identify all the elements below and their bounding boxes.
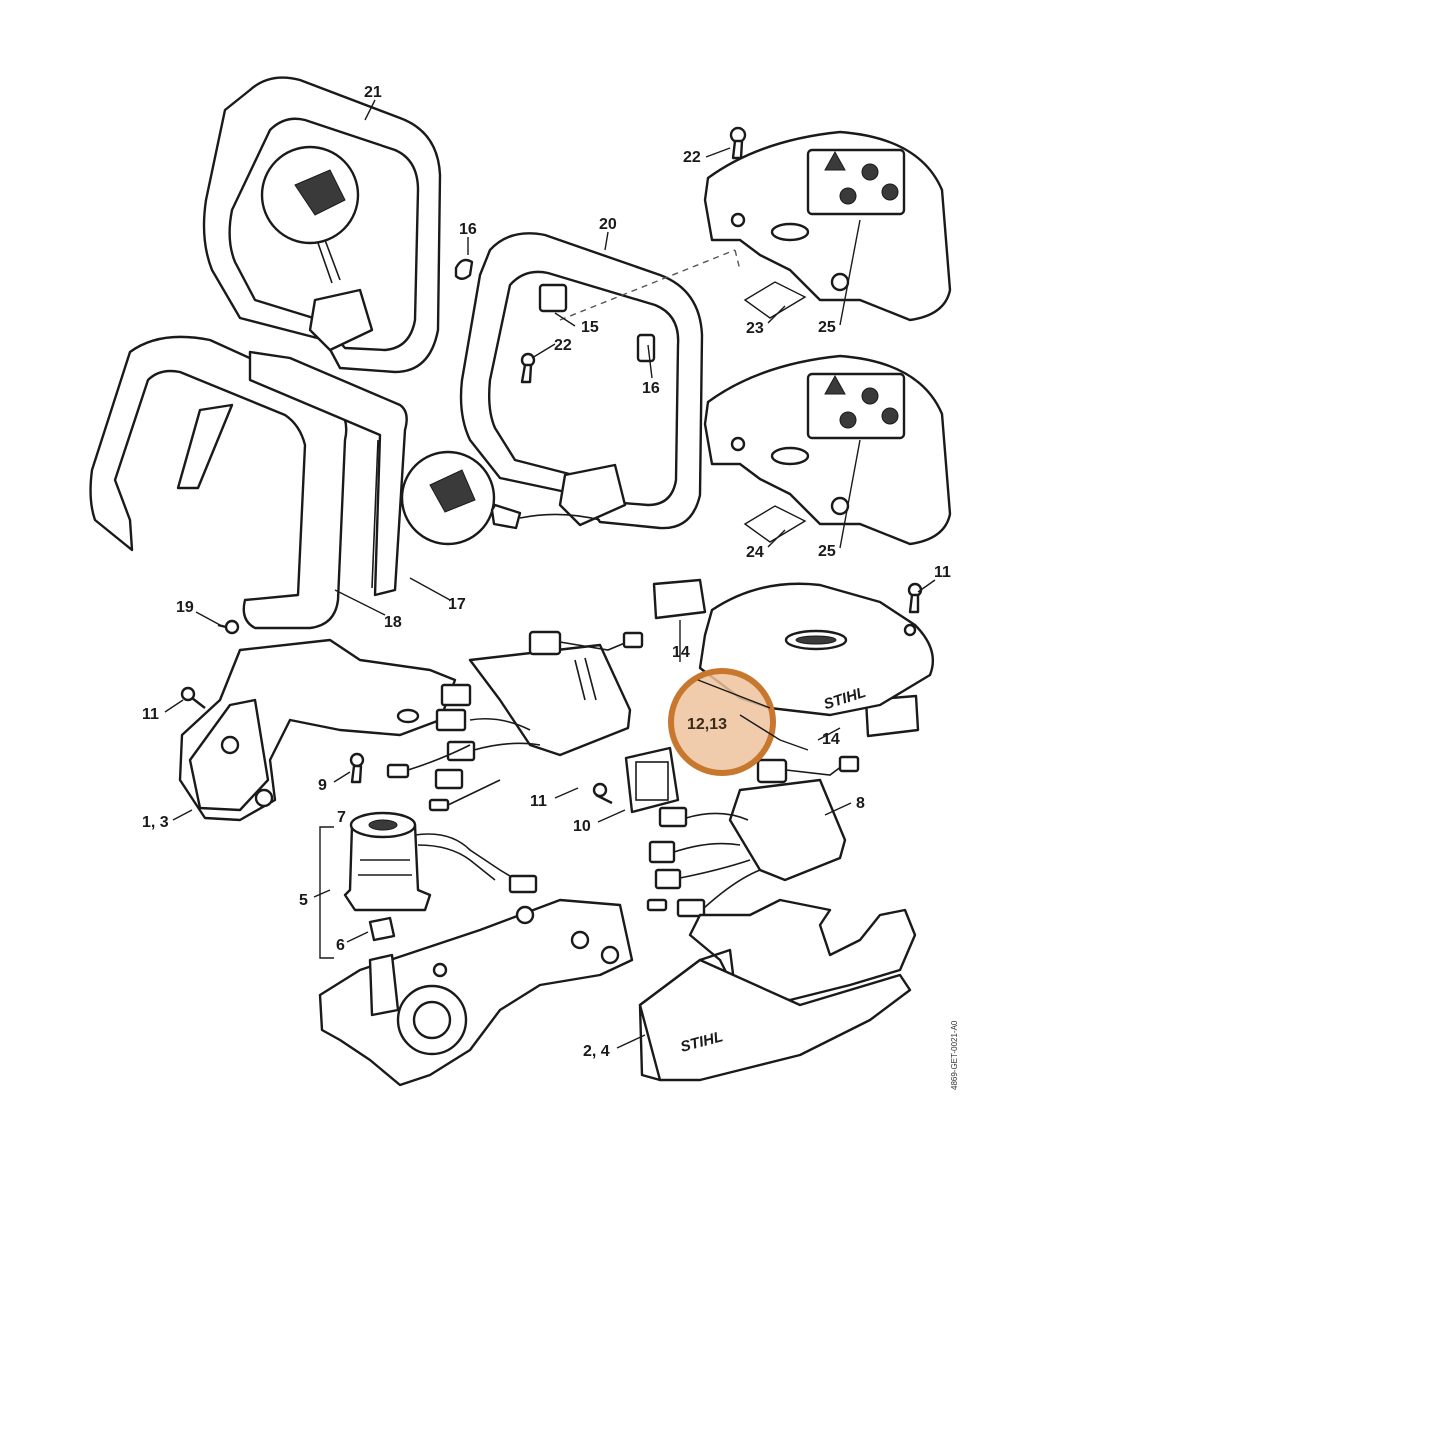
callout-15: 15 — [581, 319, 599, 336]
part-11-screw-mid — [592, 782, 613, 805]
callout-10: 10 — [573, 818, 591, 835]
part-9-screw — [349, 752, 365, 784]
callout-22-top: 22 — [683, 149, 701, 166]
highlighted-callout-12-13[interactable]: 12,13 — [668, 668, 809, 776]
part-21-handle-frame — [202, 76, 442, 374]
part-1-3-housing — [178, 638, 457, 822]
callout-21: 21 — [364, 84, 382, 101]
callout-19: 19 — [176, 599, 194, 616]
document-reference: 4869-GET-0021-A0 — [950, 1020, 959, 1090]
callout-1-3: 1, 3 — [142, 814, 169, 831]
part-18-loop-handle — [89, 335, 348, 630]
callout-6: 6 — [336, 937, 345, 954]
part-8-control-unit — [646, 755, 860, 918]
callout-9: 9 — [318, 777, 327, 794]
callout-17: 17 — [448, 596, 466, 613]
part-22-screw-top — [729, 126, 747, 160]
part-11-screw-right — [907, 582, 923, 614]
callout-14-lower: 14 — [822, 731, 840, 748]
highlight-label: 12,13 — [687, 716, 727, 733]
callout-5: 5 — [299, 892, 308, 909]
part-2-4-housing: STIHL — [638, 898, 917, 1082]
callout-23: 23 — [746, 320, 764, 337]
callout-24: 24 — [746, 544, 764, 561]
callout-11-right: 11 — [934, 564, 951, 581]
part-19-screw — [217, 619, 240, 635]
leader-lines — [164, 99, 936, 1049]
callout-18: 18 — [384, 614, 402, 631]
callout-11-left: 11 — [142, 706, 159, 723]
part-6-coupling — [368, 916, 396, 942]
highlight-circle[interactable] — [668, 668, 776, 776]
callout-22-mid: 22 — [554, 337, 572, 354]
callout-25-bottom: 25 — [818, 543, 836, 560]
part-10-plate — [624, 746, 680, 814]
callout-25-top: 25 — [818, 319, 836, 336]
part-17-handle-strip — [248, 350, 408, 597]
part-20-handle-frame — [400, 232, 704, 546]
part-5-motor — [343, 811, 538, 912]
callout-8: 8 — [856, 795, 865, 812]
part-11-screw-left — [180, 686, 206, 709]
part-16-clip — [454, 258, 474, 280]
callout-2-4: 2, 4 — [583, 1043, 610, 1060]
callout-16-top: 16 — [459, 221, 477, 238]
part-7-control-unit — [386, 630, 644, 812]
part-14-pad-upper — [652, 578, 707, 620]
part-22-screw — [520, 352, 536, 384]
callout-7: 7 — [337, 809, 346, 826]
callout-labels: 21 22 20 16 15 22 16 23 25 24 25 17 18 1… — [142, 84, 951, 1060]
callout-14-upper: 14 — [672, 644, 690, 661]
callout-20: 20 — [599, 216, 617, 233]
callout-16-mid: 16 — [642, 380, 660, 397]
callout-11-mid: 11 — [530, 793, 547, 810]
part-24-cover — [703, 354, 952, 546]
part-23-cover — [703, 130, 952, 322]
part-gear-housing — [318, 898, 634, 1087]
guide-dashed-line — [559, 249, 741, 321]
